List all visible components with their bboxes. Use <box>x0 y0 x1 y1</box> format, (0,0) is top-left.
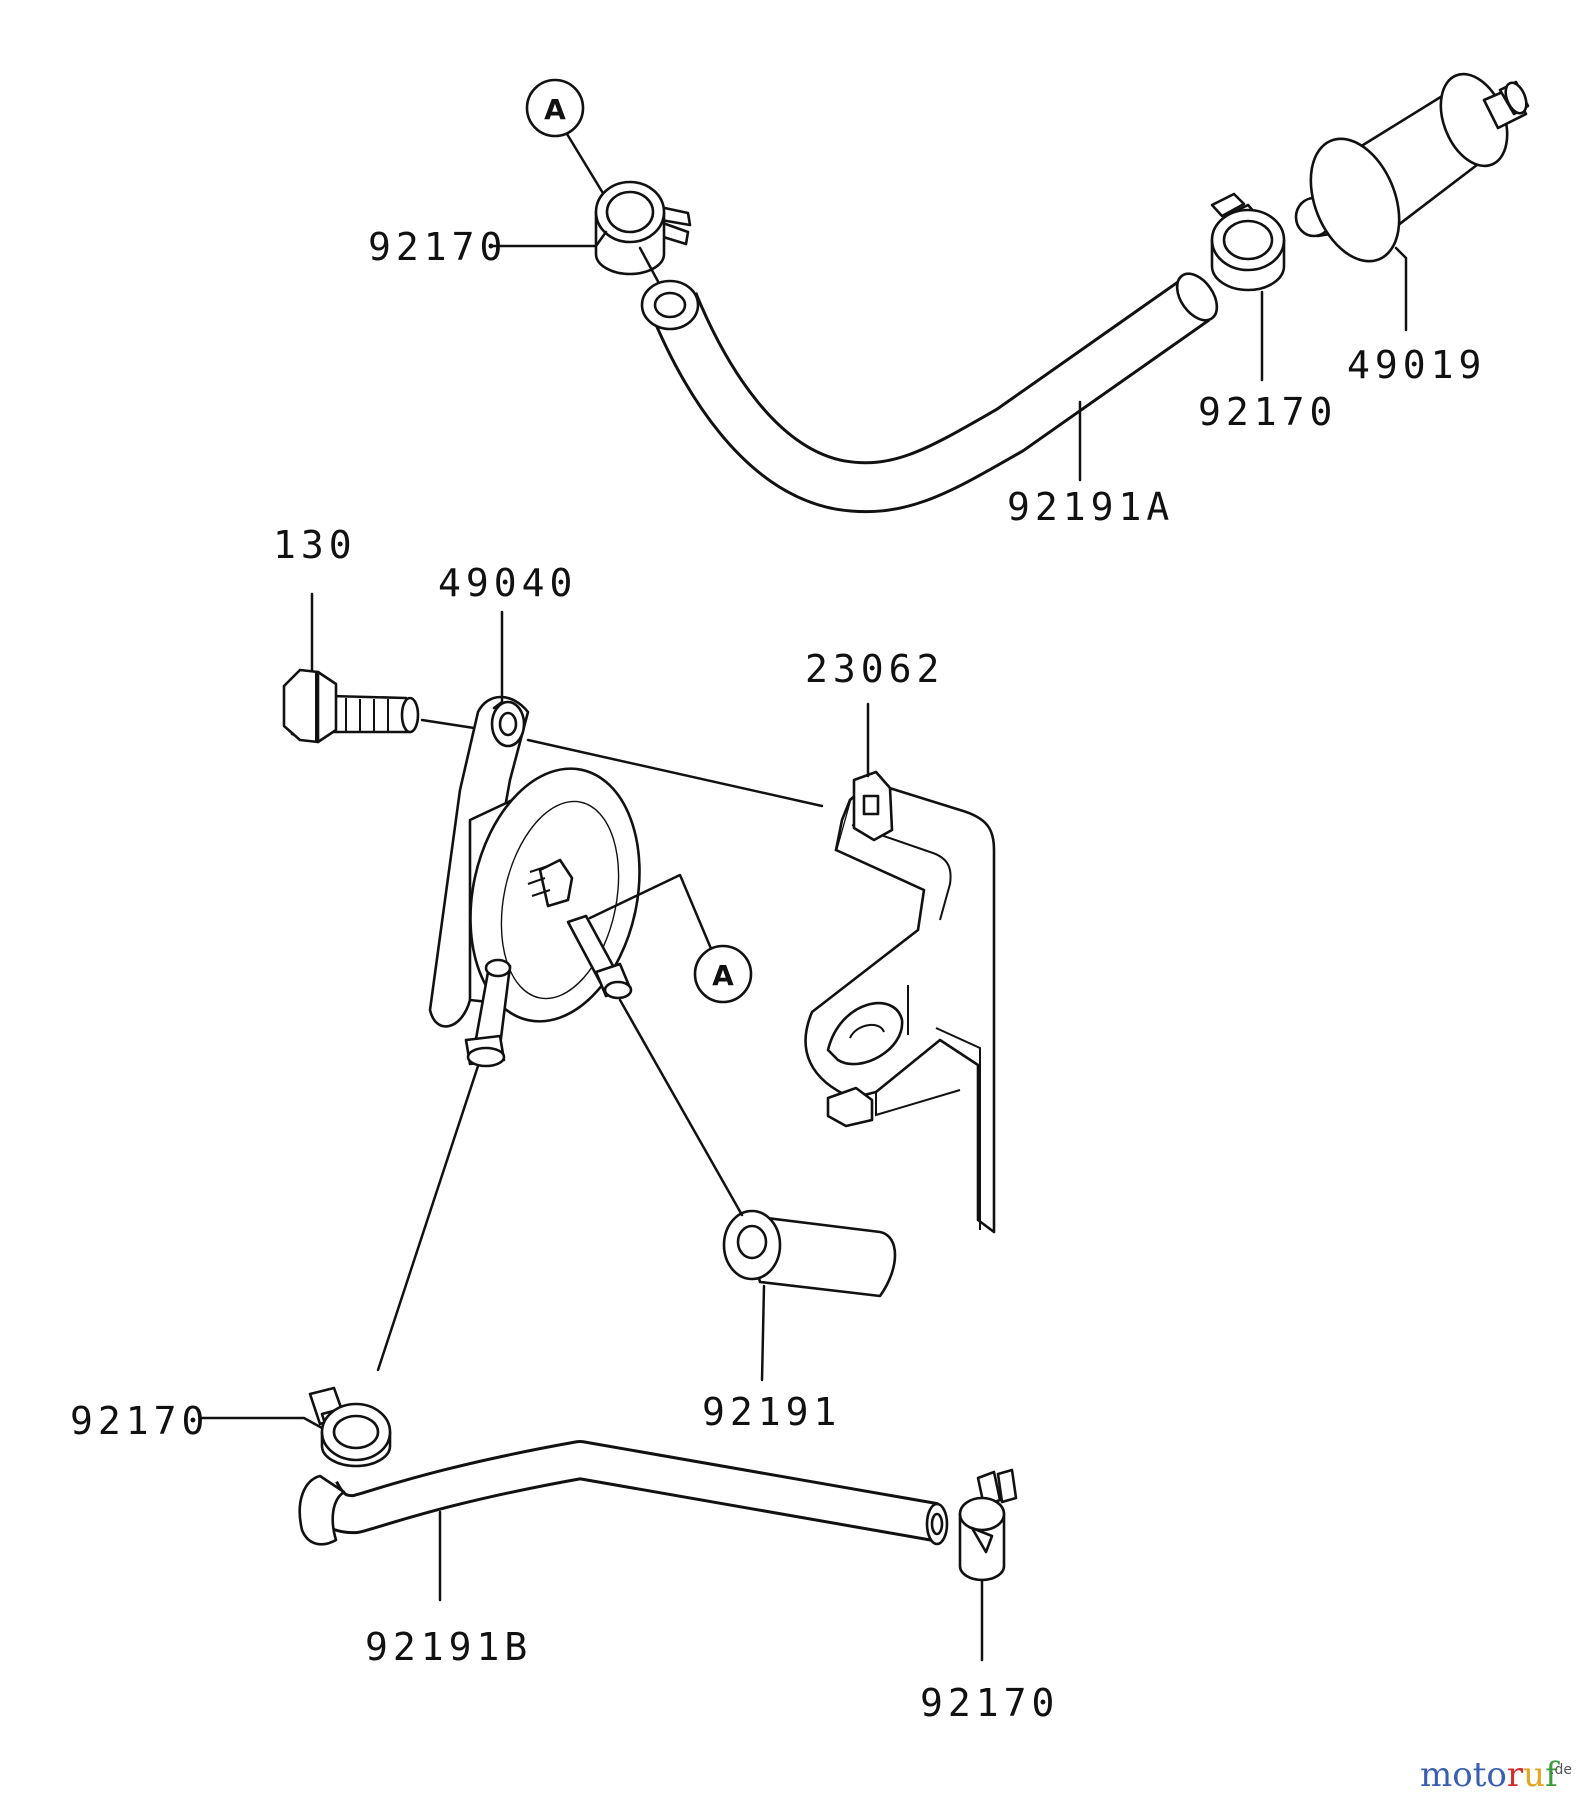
label-part-92170-top-right: 92170 <box>1198 390 1337 434</box>
leader-lines-lower <box>198 1416 984 1662</box>
reference-marker-a-top: A <box>525 78 614 210</box>
label-part-49040: 49040 <box>438 561 577 605</box>
pump-bracket <box>804 770 996 1234</box>
label-part-92191a: 92191A <box>1007 485 1174 529</box>
assembly-line-pump-bracket <box>526 738 824 808</box>
label-part-130: 130 <box>273 523 357 567</box>
fuel-pump <box>428 695 641 1068</box>
leader-lines-middle <box>310 592 870 1382</box>
hose-clamp-bottom-right <box>958 1468 1018 1582</box>
label-part-92170-bottom-left: 92170 <box>70 1399 209 1443</box>
hose-clamp-bottom-left <box>308 1386 392 1468</box>
svg-text:motoruf: motoruf <box>1420 1755 1560 1795</box>
label-part-92170-top-left: 92170 <box>368 225 507 269</box>
svg-text:A: A <box>544 93 566 126</box>
site-watermark-logo: motoruf .de <box>1420 1755 1572 1795</box>
fuel-filter <box>1294 72 1530 263</box>
hose-clamp-top-left <box>594 180 692 276</box>
assembly-line-bolt <box>420 718 476 730</box>
label-part-92191b: 92191B <box>365 1625 532 1669</box>
svg-text:.de: .de <box>1550 1762 1572 1778</box>
leader-lines-upper <box>490 230 1408 482</box>
label-part-23062: 23062 <box>805 647 944 691</box>
label-part-92170-bottom-right: 92170 <box>920 1681 1059 1725</box>
fuel-hose-upper <box>640 272 1219 514</box>
label-part-92191: 92191 <box>702 1390 841 1434</box>
fuel-hose-short <box>722 1209 897 1298</box>
label-part-49019: 49019 <box>1347 343 1486 387</box>
flange-bolt <box>282 668 420 744</box>
reference-marker-a-lower: A <box>588 873 753 1004</box>
fuel-hose-lower <box>298 1440 949 1546</box>
hose-clamp-top-right <box>1210 192 1286 292</box>
svg-text:A: A <box>712 959 734 992</box>
